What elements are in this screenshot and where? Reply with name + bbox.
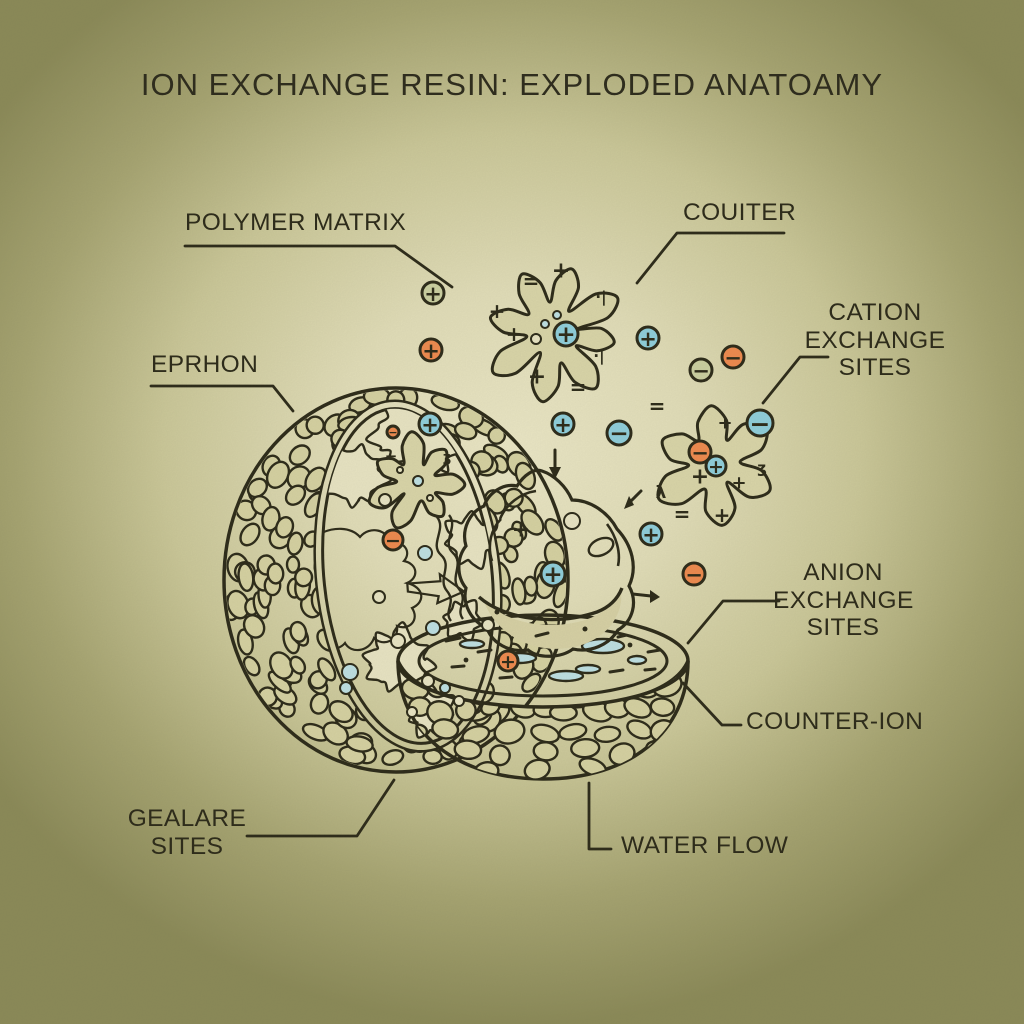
- label-gealare-sites: GEALARE SITES: [127, 805, 247, 860]
- label-polymer-matrix: POLYMER MATRIX: [185, 209, 407, 236]
- label-counter-ion: COUNTER-ION: [746, 708, 924, 735]
- label-cation-exchange-sites: CATION EXCHANGE SITES: [804, 299, 946, 381]
- label-anion-exchange-sites: ANION EXCHANGE SITES: [773, 559, 914, 641]
- label-eprhon: EPRHON: [151, 351, 259, 378]
- label-couiter: COUITER: [683, 199, 797, 226]
- label-water-flow: WATER FLOW: [621, 832, 789, 859]
- page-title: ION EXCHANGE RESIN: EXPLODED ANATOAMY: [140, 67, 884, 102]
